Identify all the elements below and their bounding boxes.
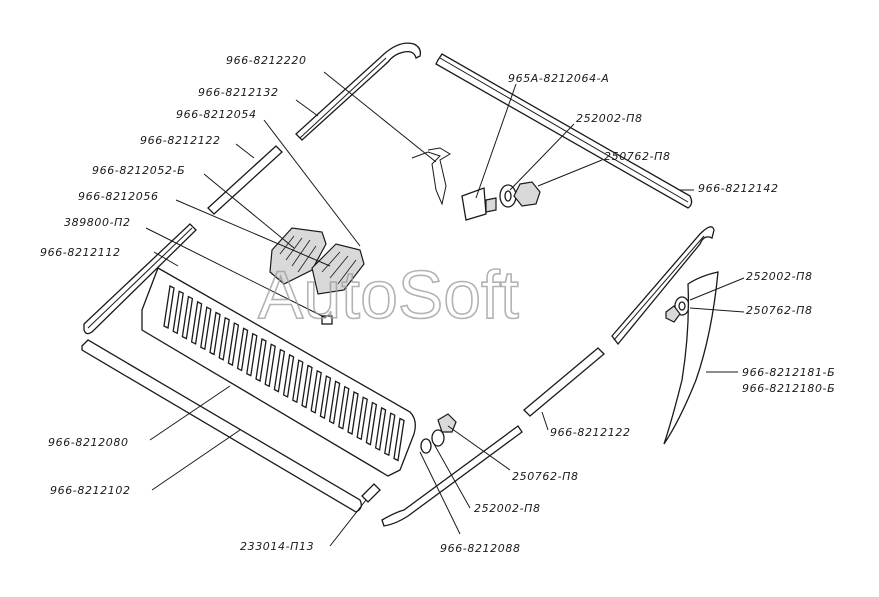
part-label-966-8212112: 966-8212112	[40, 246, 121, 259]
strip-left-lower	[83, 223, 197, 335]
grille-slot	[209, 311, 221, 356]
part-label-965a-8212064-a: 965А-8212064-А	[508, 72, 609, 85]
part-label-250762-p8-top: 250762-П8	[604, 150, 671, 163]
grille-slot	[163, 285, 175, 329]
part-label-252002-p8-top: 252002-П8	[576, 112, 643, 125]
grille-slot	[282, 353, 295, 398]
bracket-right	[311, 243, 365, 295]
part-label-966-8212220: 966-8212220	[226, 54, 307, 67]
grille-slot	[338, 385, 350, 430]
grille-slot	[181, 295, 194, 340]
screw-small	[321, 315, 333, 325]
part-label-233014-p13: 233014-П13	[240, 540, 314, 553]
grille-slot	[301, 364, 313, 409]
grille-slot	[236, 327, 249, 372]
grille-slot	[246, 332, 258, 377]
part-label-250762-p8-bottom: 250762-П8	[512, 470, 579, 483]
grille-slot	[255, 338, 267, 382]
part-label-250762-p8-right: 250762-П8	[746, 304, 813, 317]
side-cover	[663, 271, 719, 445]
part-label-966-8212122-left: 966-8212122	[140, 134, 221, 147]
watermark-text: AutoSoft	[258, 257, 519, 333]
part-label-252002-p8-right: 252002-П8	[746, 270, 813, 283]
grille-slot	[393, 417, 405, 462]
part-label-966-8212056: 966-8212056	[78, 190, 159, 203]
grille-slot	[347, 391, 359, 435]
part-label-966-8212102: 966-8212102	[50, 484, 131, 497]
grille-slot	[328, 380, 341, 425]
part-label-966-8212080: 966-8212080	[48, 436, 129, 449]
grille-slot	[365, 401, 378, 446]
grille-slot	[356, 396, 368, 441]
part-labels: 966-8212220 966-8212132 966-8212054 966-…	[40, 54, 835, 555]
grille-slot	[310, 369, 322, 414]
part-label-966-8212122-right: 966-8212122	[550, 426, 631, 439]
fastener-bottom	[420, 413, 457, 454]
leader-lines	[145, 71, 745, 547]
part-label-966-8212054: 966-8212054	[176, 108, 257, 121]
grille-slot	[218, 316, 230, 361]
grille	[141, 267, 416, 477]
part-label-389800-p2: 389800-П2	[64, 216, 131, 229]
part-label-252002-p8-bottom: 252002-П8	[474, 502, 541, 515]
grille-slot	[190, 300, 203, 345]
part-label-966-8212052-b: 966-8212052-Б	[92, 164, 185, 177]
screw-bottom	[361, 483, 381, 503]
part-label-966-8212132: 966-8212132	[198, 86, 279, 99]
grille-slot	[374, 406, 387, 451]
grille-slot	[319, 375, 332, 420]
grille-slot	[384, 412, 396, 457]
part-label-966-8212180-b: 966-8212180-Б	[742, 382, 835, 395]
grille-slot	[264, 343, 276, 388]
wire-clip	[411, 147, 451, 206]
strip-top-right	[435, 53, 693, 209]
molding-right	[611, 226, 715, 346]
part-label-966-8212088: 966-8212088	[440, 542, 521, 555]
fastener-top	[461, 181, 541, 221]
fastener-right	[665, 296, 690, 323]
grille-slot	[172, 290, 184, 335]
grille-slot	[227, 322, 240, 367]
grille-slot	[273, 348, 286, 393]
grille-slot	[200, 306, 212, 351]
grille-slot	[292, 359, 304, 404]
strip-left-upper	[207, 145, 283, 215]
part-label-966-8212142: 966-8212142	[698, 182, 779, 195]
molding-top-left	[295, 42, 422, 141]
strip-right-lower	[523, 347, 605, 417]
part-label-966-8212181-b: 966-8212181-Б	[742, 366, 835, 379]
